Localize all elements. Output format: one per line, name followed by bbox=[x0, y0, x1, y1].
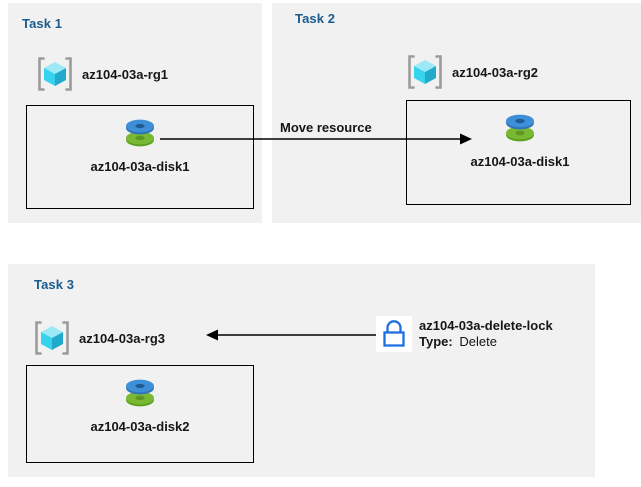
padlock-icon bbox=[383, 320, 405, 347]
disk-node-disk1-task2: az104-03a-disk1 bbox=[450, 107, 590, 169]
task-panel-title-task2: Task 2 bbox=[295, 11, 336, 26]
connector-delete-lock bbox=[206, 329, 377, 341]
connector-label-move-resource: Move resource bbox=[280, 120, 372, 135]
managed-disk-icon bbox=[506, 114, 534, 142]
delete-lock-type-row: Type: Delete bbox=[419, 334, 553, 350]
managed-disk-icon bbox=[126, 119, 154, 147]
managed-disk-icon bbox=[126, 379, 154, 407]
delete-lock-type-value: Delete bbox=[459, 334, 497, 349]
delete-lock-name: az104-03a-delete-lock bbox=[419, 318, 553, 333]
resource-group-label-rg1: az104-03a-rg1 bbox=[82, 66, 168, 82]
resource-group-node-rg2: az104-03a-rg2 bbox=[406, 54, 538, 90]
disk-label-disk1-task2: az104-03a-disk1 bbox=[470, 154, 570, 169]
disk-node-disk2-task3: az104-03a-disk2 bbox=[70, 372, 210, 434]
delete-lock-type-key: Type: bbox=[419, 334, 453, 349]
resource-group-label-rg3: az104-03a-rg3 bbox=[79, 330, 165, 346]
disk-node-disk1-task1: az104-03a-disk1 bbox=[70, 112, 210, 174]
padlock-icon-wrap bbox=[376, 316, 412, 352]
disk-label-disk1-task1: az104-03a-disk1 bbox=[90, 159, 190, 174]
disk-label-disk2-task3: az104-03a-disk2 bbox=[90, 419, 190, 434]
task-panel-title-task1: Task 1 bbox=[22, 16, 63, 31]
delete-lock-node: az104-03a-delete-lock Type: Delete bbox=[376, 316, 553, 352]
connector-move-resource bbox=[160, 133, 472, 145]
delete-lock-text-block: az104-03a-delete-lock Type: Delete bbox=[419, 318, 553, 350]
resource-group-cube-icon bbox=[38, 57, 72, 91]
resource-group-cube-icon bbox=[35, 321, 69, 355]
task-panel-title-task3: Task 3 bbox=[34, 277, 75, 292]
resource-group-label-rg2: az104-03a-rg2 bbox=[452, 64, 538, 80]
resource-group-node-rg1: az104-03a-rg1 bbox=[36, 56, 168, 92]
resource-group-cube-icon bbox=[408, 55, 442, 89]
resource-group-node-rg3: az104-03a-rg3 bbox=[33, 320, 165, 356]
